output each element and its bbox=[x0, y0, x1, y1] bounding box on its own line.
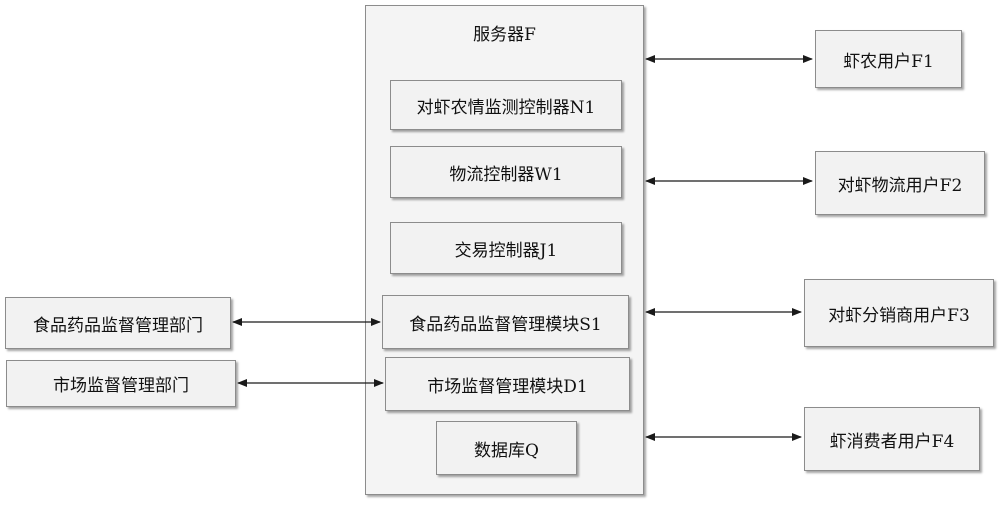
dept-market: 市场监督管理部门 bbox=[6, 360, 236, 407]
module-w1: 物流控制器W1 bbox=[390, 146, 622, 198]
database-q: 数据库Q bbox=[436, 421, 577, 475]
module-j1: 交易控制器J1 bbox=[390, 222, 622, 274]
user-f1: 虾农用户F1 bbox=[815, 30, 962, 88]
module-n1: 对虾农情监测控制器N1 bbox=[390, 80, 622, 130]
server-title: 服务器F bbox=[473, 25, 536, 45]
user-f2: 对虾物流用户F2 bbox=[815, 151, 985, 215]
user-f3: 对虾分销商用户F3 bbox=[804, 279, 994, 347]
user-f4: 虾消费者用户F4 bbox=[804, 407, 980, 471]
module-d1: 市场监督管理模块D1 bbox=[385, 357, 630, 411]
module-s1: 食品药品监督管理模块S1 bbox=[382, 295, 629, 349]
dept-food-drug: 食品药品监督管理部门 bbox=[5, 297, 231, 349]
